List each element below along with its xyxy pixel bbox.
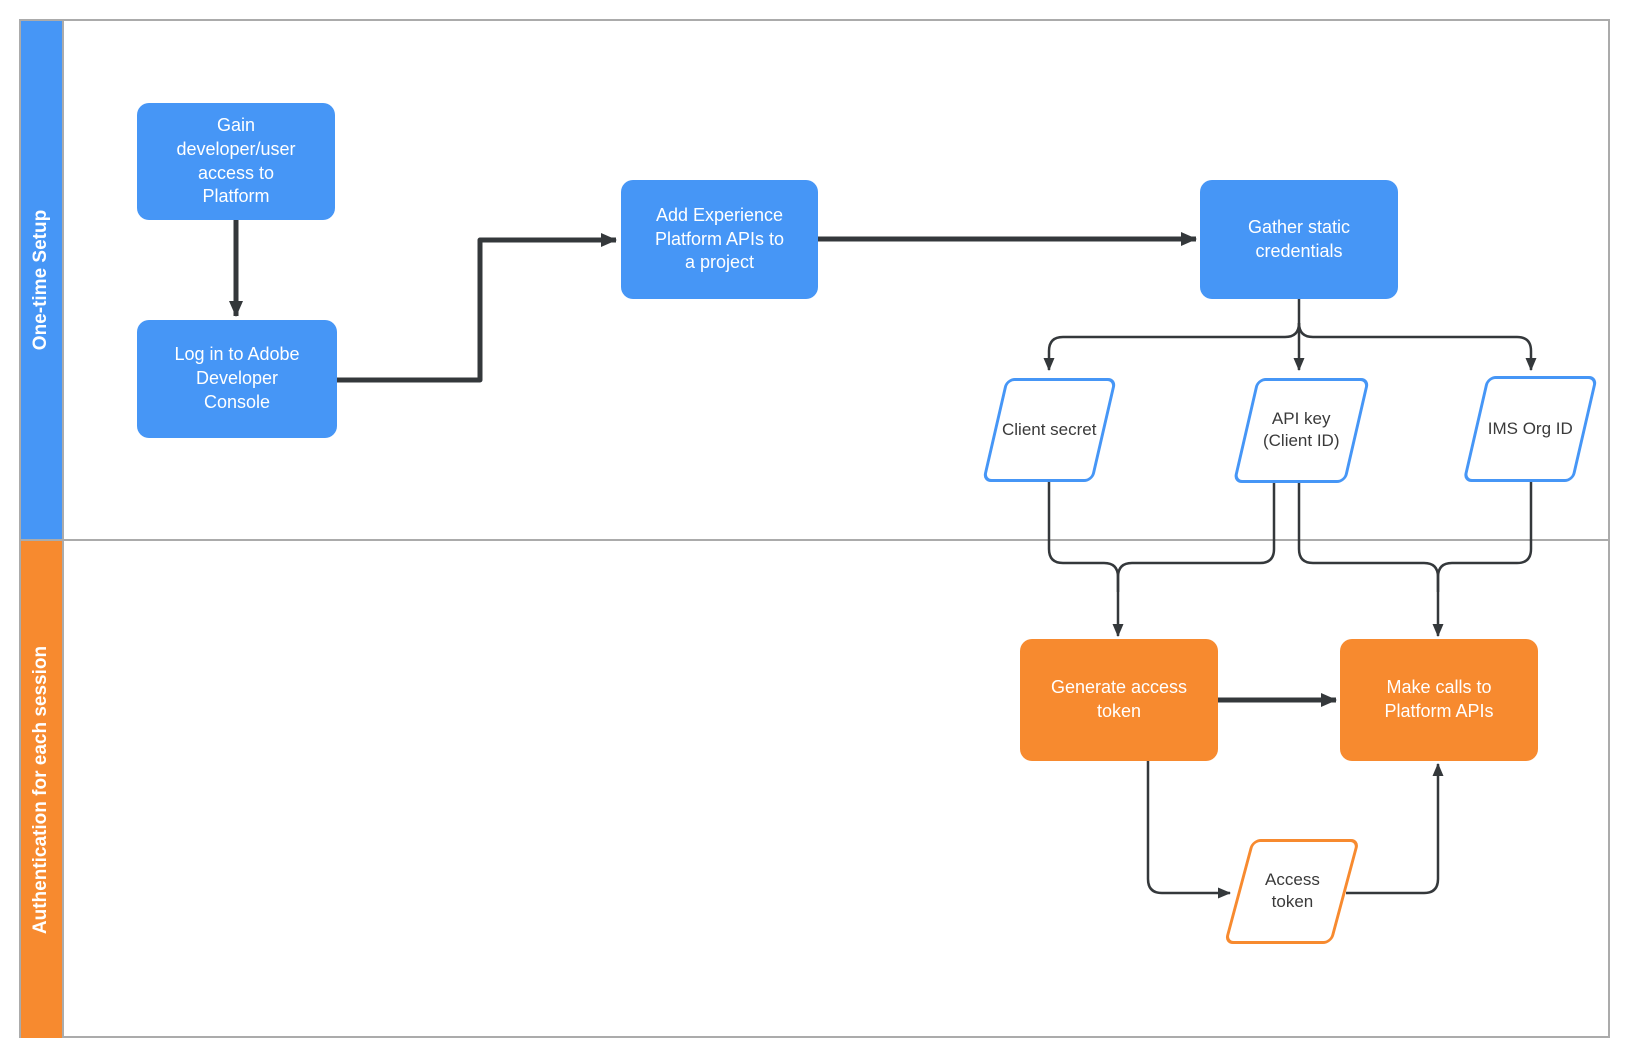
node-label-add-apis: Add Experience Platform APIs to a projec… [654, 204, 785, 273]
edge-access-token-to-make-calls [1346, 763, 1444, 895]
node-label-client-secret: Client secret [1002, 419, 1097, 439]
flowchart-node-add-apis: Add Experience Platform APIs to a projec… [621, 180, 818, 299]
flowchart-node-gather-credentials: Gather static credentials [1200, 180, 1398, 299]
edge-gather-to-ims-org-id [1297, 322, 1537, 371]
edge-gather-to-client-secret [1043, 322, 1301, 371]
edge-api-key-to-generate [1116, 483, 1276, 592]
edge-client-secret-to-generate [1047, 482, 1124, 637]
node-label-ims-org-id: IMS Org ID [1487, 418, 1573, 438]
node-label-gather-credentials: Gather static credentials [1247, 216, 1351, 261]
node-label-generate-token: Generate access token [1050, 677, 1188, 721]
flowchart-node-make-calls: Make calls to Platform APIs [1340, 639, 1538, 761]
edge-generate-to-access-token [1146, 761, 1231, 899]
node-label-gain-access: Gain developer/user access to Platform [176, 114, 296, 207]
node-label-make-calls: Make calls to Platform APIs [1384, 677, 1494, 721]
lane-strip-border [62, 21, 64, 1038]
flowchart-node-generate-token: Generate access token [1020, 639, 1218, 761]
edge-login-to-add-apis [337, 233, 617, 383]
flowchart-node-login-console: Log in to Adobe Developer Console [137, 320, 337, 438]
lane-header-one-time-setup: One-time Setup [21, 21, 62, 539]
edge-ims-org-id-to-make-calls [1432, 481, 1533, 637]
node-label-api-key: API key (Client ID) [1263, 409, 1340, 451]
edge-api-key-to-make-calls [1297, 483, 1440, 592]
flowchart-node-gain-access: Gain developer/user access to Platform [137, 103, 335, 220]
node-label-login-console: Log in to Adobe Developer Console [174, 344, 300, 412]
lane-divider-line [21, 539, 1608, 541]
node-label-access-token: Access token [1264, 870, 1320, 912]
lane-header-authentication: Authentication for each session [21, 541, 62, 1038]
diagram-frame [19, 19, 1610, 1038]
